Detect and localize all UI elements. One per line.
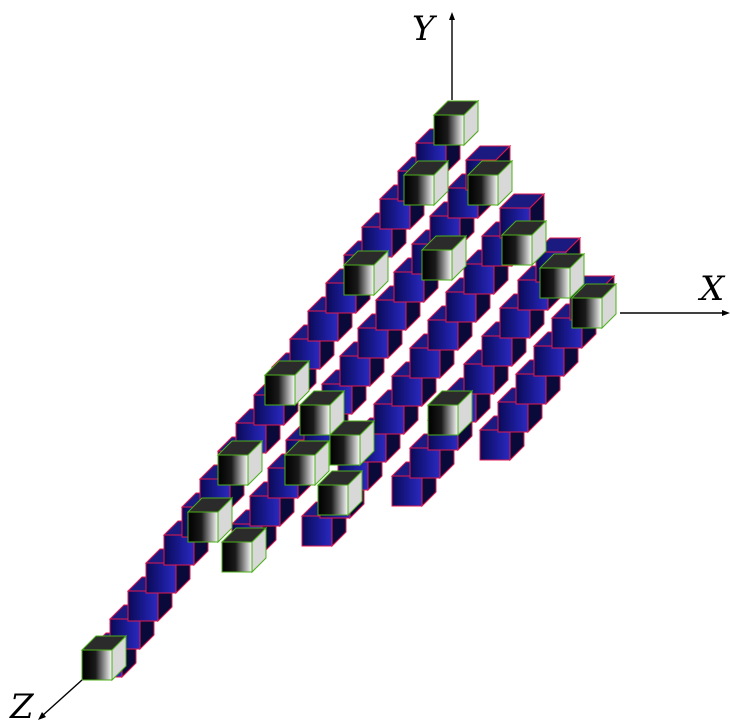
highlight-cube xyxy=(500,219,548,267)
z-axis-line xyxy=(41,679,83,717)
highlight-cube xyxy=(263,359,311,407)
y-axis-label: Y xyxy=(412,9,438,49)
highlight-cube xyxy=(570,282,618,330)
highlight-cube xyxy=(420,234,468,282)
x-axis-arrow xyxy=(722,310,730,316)
highlight-cube xyxy=(402,159,450,207)
y-axis-arrow xyxy=(449,12,455,20)
voxel-group xyxy=(90,99,616,679)
highlight-cube xyxy=(220,526,268,574)
highlight-cube xyxy=(328,419,376,467)
z-axis-label: Z xyxy=(9,687,35,724)
voxel-cube xyxy=(532,330,580,378)
highlight-cube xyxy=(316,469,364,517)
axes: Y X Z xyxy=(9,9,730,724)
highlight-cube xyxy=(80,634,128,682)
z-axis-arrow xyxy=(38,712,46,720)
highlight-cube xyxy=(342,249,390,297)
highlight-cube xyxy=(216,439,264,487)
highlight-cube xyxy=(283,439,331,487)
highlight-cube xyxy=(466,159,514,207)
highlight-cube xyxy=(538,252,586,300)
highlight-cube xyxy=(432,99,480,147)
highlight-cube xyxy=(426,389,474,437)
highlight-cube-group xyxy=(80,99,618,682)
x-axis-label: X xyxy=(697,269,726,309)
highlight-cube xyxy=(298,389,346,437)
highlight-cube xyxy=(186,496,234,544)
